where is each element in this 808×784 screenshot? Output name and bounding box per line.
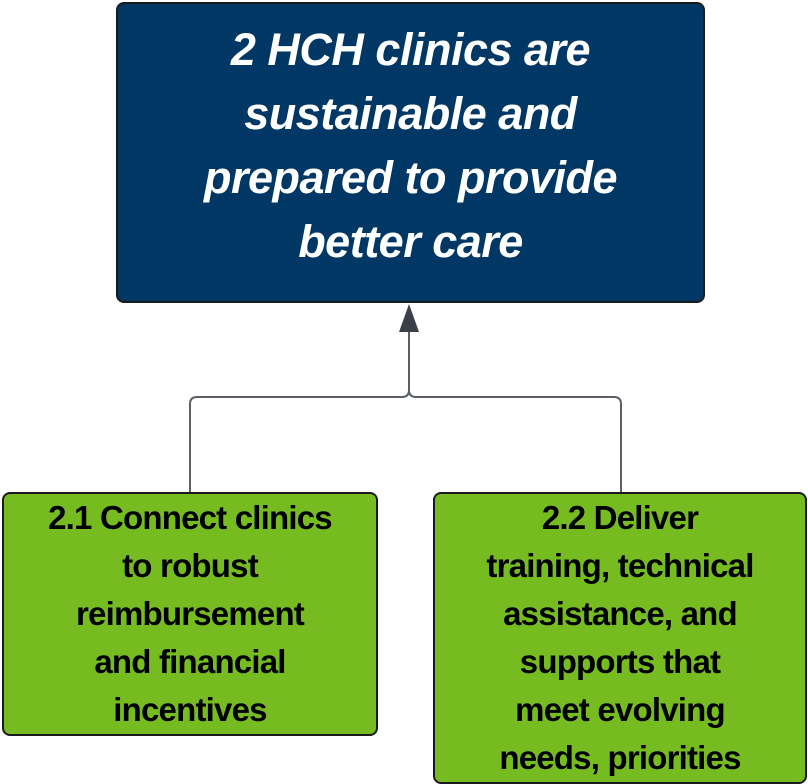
strategy-line: meet evolving — [515, 691, 725, 728]
connector-left — [189, 330, 410, 492]
goal-line: sustainable and — [244, 88, 577, 139]
arrow-head-icon — [399, 304, 419, 332]
strategy-line: reimbursement — [75, 595, 305, 632]
strategy-line: 2.2 Deliver — [541, 499, 699, 536]
strategy-line: and financial — [94, 643, 286, 680]
goal-line: better care — [298, 216, 523, 267]
strategy-line: supports that — [519, 643, 721, 680]
connector-right — [408, 389, 622, 492]
strategy-line: 2.1 Connect clinics — [48, 499, 333, 536]
goal-box: 2 HCH clinics are sustainable and prepar… — [116, 2, 705, 303]
strategy-line: incentives — [113, 691, 267, 728]
strategy-line: training, technical — [486, 547, 754, 584]
goal-line: 2 HCH clinics are — [230, 24, 591, 75]
strategy-box-2-1: 2.1 Connect clinics to robust reimbursem… — [2, 492, 378, 736]
goal-line: prepared to provide — [203, 152, 618, 203]
strategy-box-2-2: 2.2 Deliver training, technical assistan… — [433, 492, 807, 784]
strategy-line: assistance, and — [503, 595, 738, 632]
strategy-line: to robust — [122, 547, 259, 584]
strategy-line: needs, priorities — [499, 739, 741, 776]
